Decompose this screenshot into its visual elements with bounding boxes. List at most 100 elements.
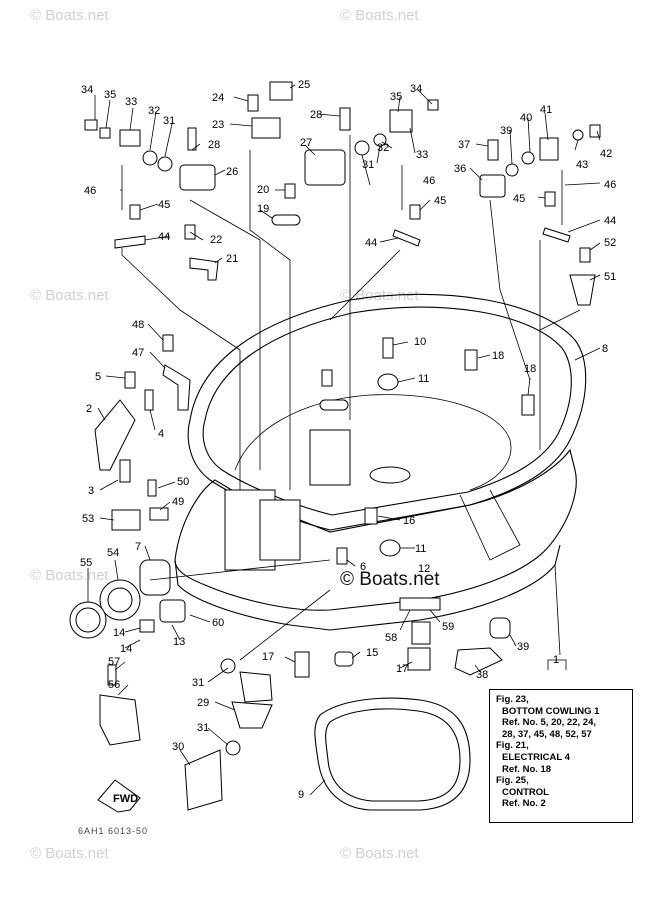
info-line: ELECTRICAL 4 bbox=[502, 751, 570, 763]
part-label: 1 bbox=[553, 654, 559, 666]
watermark: © Boats.net bbox=[340, 845, 419, 862]
part-label: 34 bbox=[410, 83, 422, 95]
info-line: 28, 37, 45, 48, 52, 57 bbox=[502, 728, 592, 740]
part-label: 57 bbox=[108, 656, 120, 668]
small-parts: FWD bbox=[69, 81, 601, 813]
part-label: 32 bbox=[148, 105, 160, 117]
part-label: 29 bbox=[197, 697, 209, 709]
part-label: 7 bbox=[135, 541, 141, 553]
part-label: 46 bbox=[84, 185, 96, 197]
part-label: 50 bbox=[177, 476, 189, 488]
part-label: 52 bbox=[604, 237, 616, 249]
part-label: 45 bbox=[434, 195, 446, 207]
part-label: 49 bbox=[172, 496, 184, 508]
part-label: 33 bbox=[416, 149, 428, 161]
part-label: 18 bbox=[524, 363, 536, 375]
part-label: 15 bbox=[366, 647, 378, 659]
bottom-cowling bbox=[174, 293, 587, 631]
part-label: 60 bbox=[212, 617, 224, 629]
part-label: 51 bbox=[604, 271, 616, 283]
part-label: 22 bbox=[210, 234, 222, 246]
part-label: 34 bbox=[81, 84, 93, 96]
part-label: 18 bbox=[492, 350, 504, 362]
part-label: 45 bbox=[513, 193, 525, 205]
part-label: 23 bbox=[212, 119, 224, 131]
part-label: 59 bbox=[442, 621, 454, 633]
info-line: Ref. No. 2 bbox=[502, 798, 546, 810]
part-label: 28 bbox=[310, 109, 322, 121]
part-label: 44 bbox=[158, 231, 170, 243]
part-label: 45 bbox=[158, 199, 170, 211]
part-label: 20 bbox=[257, 184, 269, 196]
part-label: 30 bbox=[172, 741, 184, 753]
part-label: 4 bbox=[158, 428, 164, 440]
part-label: 13 bbox=[173, 636, 185, 648]
part-label: 47 bbox=[132, 347, 144, 359]
part-label: 31 bbox=[362, 159, 374, 171]
info-line: BOTTOM COWLING 1 bbox=[502, 705, 600, 717]
part-label: 43 bbox=[576, 159, 588, 171]
part-label: 44 bbox=[604, 215, 616, 227]
part-label: 41 bbox=[540, 104, 552, 116]
part-label: 40 bbox=[520, 112, 532, 124]
part-number-labels: 34 35 33 32 31 28 24 25 23 26 27 20 19 2… bbox=[80, 79, 616, 801]
part-label: 10 bbox=[414, 336, 426, 348]
rubber-seal-9 bbox=[314, 697, 471, 811]
part-label: 24 bbox=[212, 92, 224, 104]
part-label: 33 bbox=[125, 96, 137, 108]
part-label: 26 bbox=[226, 166, 238, 178]
watermark: © Boats.net bbox=[30, 7, 109, 24]
part-label: 54 bbox=[107, 547, 119, 559]
part-label: 32 bbox=[377, 142, 389, 154]
fwd-label: FWD bbox=[113, 793, 138, 805]
part-label: 46 bbox=[604, 179, 616, 191]
part-label: 36 bbox=[454, 163, 466, 175]
watermark: © Boats.net bbox=[30, 567, 109, 584]
part-label: 8 bbox=[602, 343, 608, 355]
part-label: 31 bbox=[192, 677, 204, 689]
part-label: 6 bbox=[360, 561, 366, 573]
watermark: © Boats.net bbox=[30, 287, 109, 304]
part-label: 9 bbox=[298, 789, 304, 801]
part-label: 55 bbox=[80, 557, 92, 569]
part-label: 5 bbox=[95, 371, 101, 383]
part-label: 2 bbox=[86, 403, 92, 415]
part-label: 11 bbox=[415, 543, 426, 555]
part-label: 31 bbox=[197, 722, 209, 734]
part-label: 38 bbox=[476, 669, 488, 681]
watermark: © Boats.net bbox=[340, 287, 419, 304]
part-label: 14 bbox=[120, 643, 132, 655]
info-line: CONTROL bbox=[502, 786, 549, 798]
part-label: 3 bbox=[88, 485, 94, 497]
part-label: 28 bbox=[208, 139, 220, 151]
part-label: 58 bbox=[385, 632, 397, 644]
part-label: 44 bbox=[365, 237, 377, 249]
watermark: © Boats.net bbox=[30, 845, 109, 862]
info-line: Fig. 25, bbox=[496, 775, 529, 787]
reference-info-box: Fig. 23, BOTTOM COWLING 1 Ref. No. 5, 20… bbox=[489, 689, 633, 823]
leader-lines bbox=[87, 84, 601, 796]
part-label: 53 bbox=[82, 513, 94, 525]
diagram-code: 6AH1 6013-50 bbox=[78, 826, 149, 836]
part-label: 17 bbox=[396, 663, 408, 675]
part-label: 37 bbox=[458, 139, 470, 151]
part-label: 35 bbox=[104, 89, 116, 101]
info-line: Fig. 23, bbox=[496, 694, 529, 705]
watermark: © Boats.net bbox=[340, 7, 419, 24]
info-line: Ref. No. 5, 20, 22, 24, bbox=[502, 717, 596, 729]
part-label: 12 bbox=[418, 563, 430, 575]
info-line: Ref. No. 18 bbox=[502, 763, 552, 775]
part-label: 48 bbox=[132, 319, 144, 331]
part-label: 35 bbox=[390, 91, 402, 103]
part-label: 25 bbox=[298, 79, 310, 91]
part-label: 56 bbox=[108, 679, 120, 691]
part-label: 17 bbox=[262, 651, 274, 663]
part-label: 39 bbox=[500, 125, 512, 137]
part-label: 19 bbox=[257, 203, 269, 215]
part-label: 27 bbox=[300, 137, 312, 149]
part-label: 21 bbox=[226, 253, 238, 265]
part-label: 11 bbox=[418, 373, 429, 385]
watermark-center: © Boats.net bbox=[340, 569, 440, 590]
